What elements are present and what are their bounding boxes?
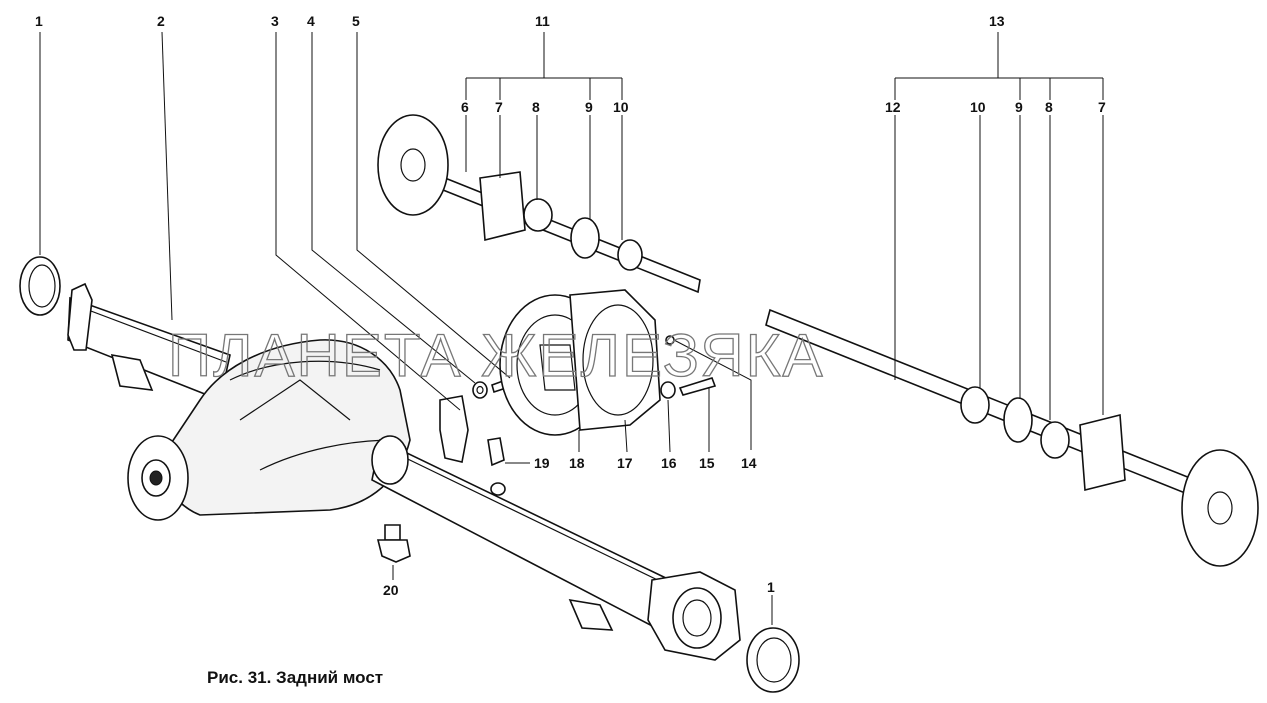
label-18: 18	[569, 455, 585, 471]
part-labels: 1 2 3 4 5 11 6 7 8 9 10 13 12 10 9 8 7 1…	[35, 13, 1106, 598]
plug-part-20	[376, 524, 411, 563]
seal-ring-left	[19, 256, 61, 316]
label-10-right: 10	[970, 99, 986, 115]
label-9-right: 9	[1015, 99, 1023, 115]
label-16: 16	[661, 455, 677, 471]
seal-ring-right	[746, 627, 800, 693]
label-19: 19	[534, 455, 550, 471]
label-3: 3	[271, 13, 279, 29]
label-12: 12	[885, 99, 901, 115]
label-1-right: 1	[767, 579, 775, 595]
label-13: 13	[989, 13, 1005, 29]
label-14: 14	[741, 455, 757, 471]
label-7-upper: 7	[495, 99, 503, 115]
label-7-right: 7	[1098, 99, 1106, 115]
label-11: 11	[535, 13, 550, 29]
brake-drum-17	[569, 289, 661, 431]
label-8-upper: 8	[532, 99, 540, 115]
figure-caption: Рис. 31. Задний мост	[207, 668, 383, 687]
axle-housing	[67, 282, 741, 661]
bolt-part-15	[678, 377, 717, 396]
half-shaft-upper	[377, 114, 701, 294]
label-6: 6	[461, 99, 469, 115]
label-4: 4	[307, 13, 315, 29]
label-1: 1	[35, 13, 43, 29]
label-17: 17	[617, 455, 633, 471]
half-shaft-right	[765, 308, 1259, 567]
label-2: 2	[157, 13, 165, 29]
washer-part-16	[660, 381, 676, 399]
leader-lines	[39, 31, 1104, 625]
label-5: 5	[352, 13, 360, 29]
label-8-right: 8	[1045, 99, 1053, 115]
gasket-part-3	[439, 395, 469, 463]
label-9-upper: 9	[585, 99, 593, 115]
label-10-upper: 10	[613, 99, 629, 115]
washer-part-4	[472, 381, 488, 399]
label-15: 15	[699, 455, 715, 471]
watermark: ПЛАНЕТА ЖЕЛЕЗЯКА	[168, 322, 825, 389]
fitting-part-19	[487, 437, 530, 467]
label-20: 20	[383, 582, 399, 598]
